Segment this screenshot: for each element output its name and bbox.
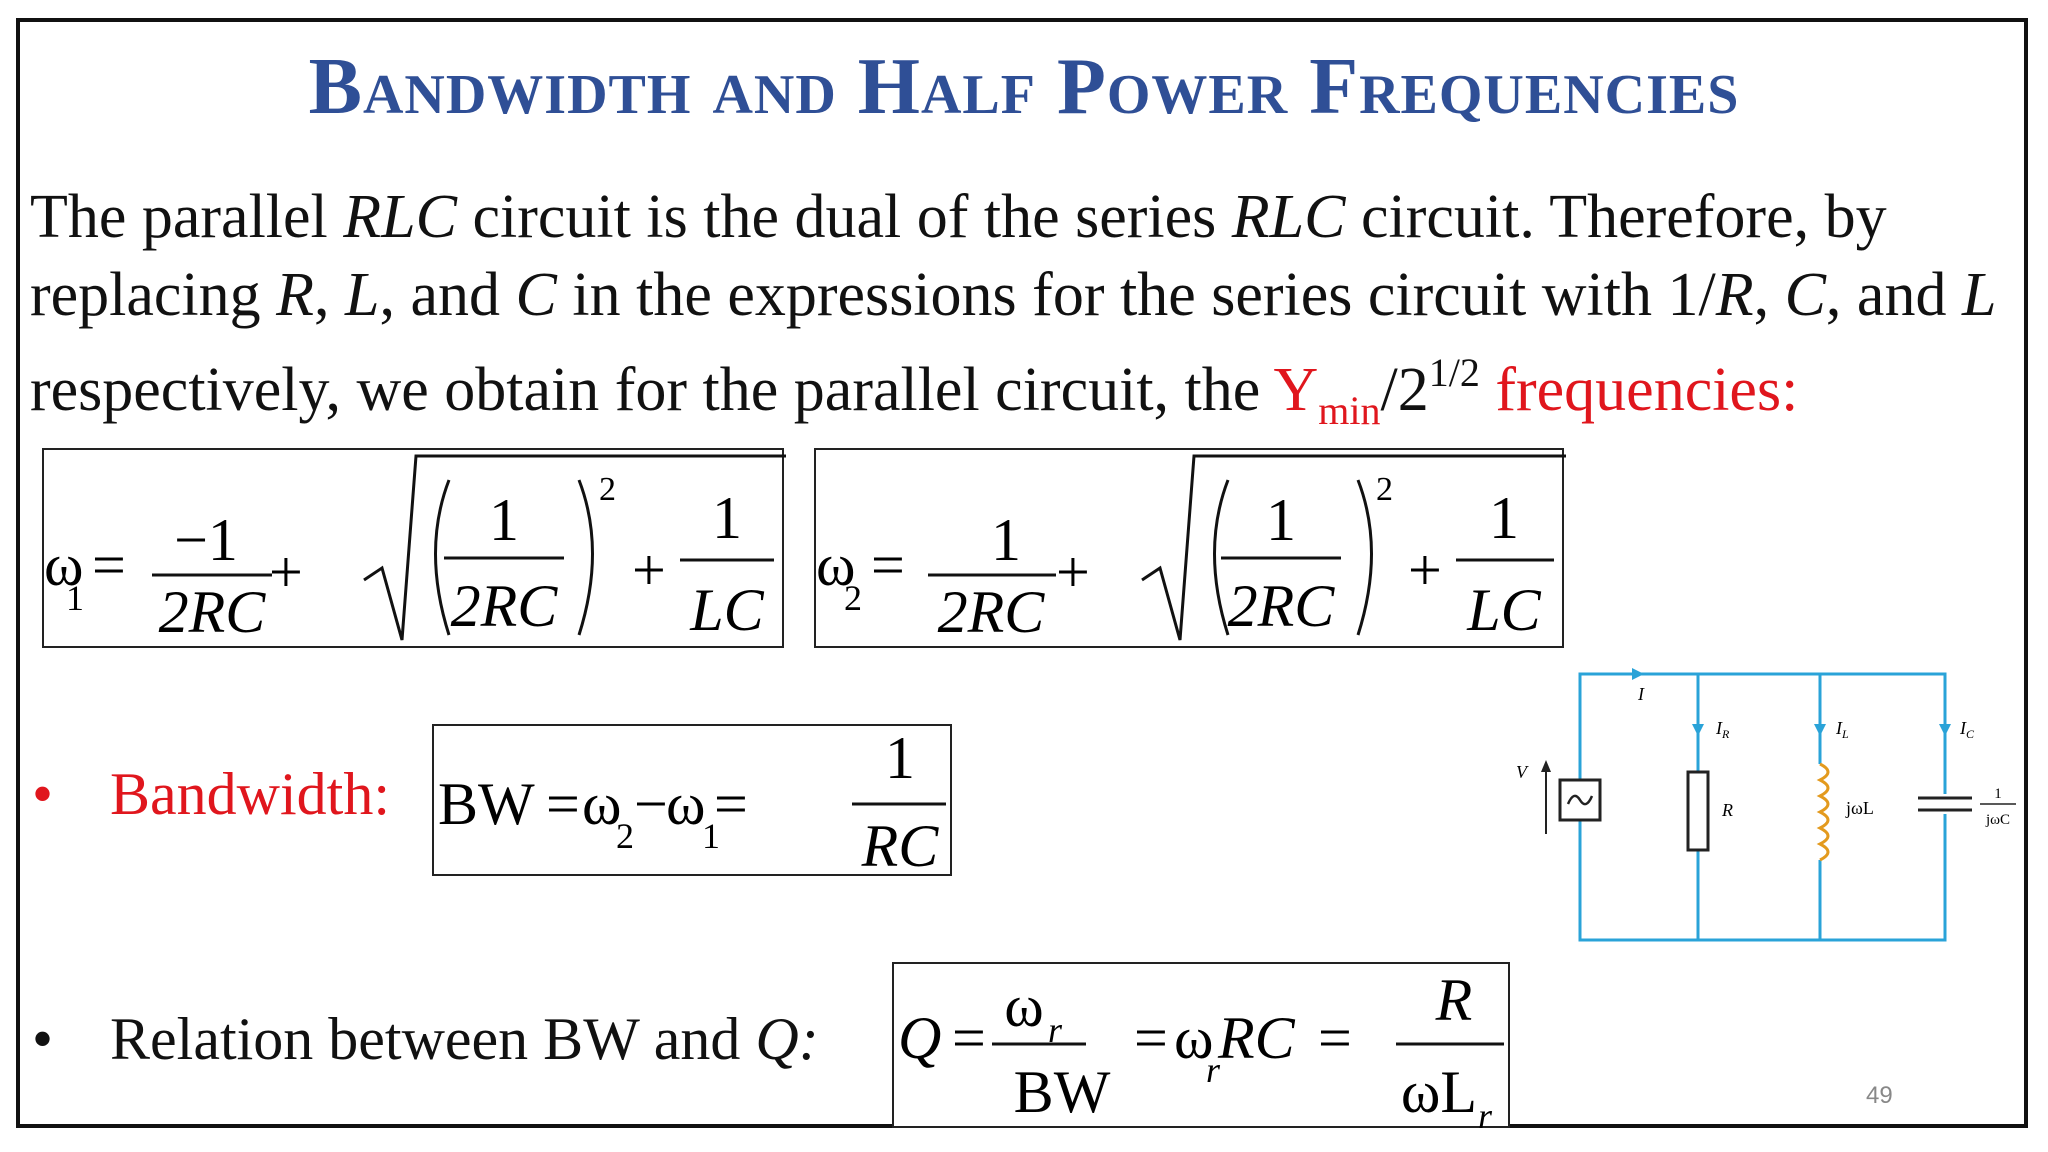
svg-text:I: I xyxy=(1637,684,1645,704)
svg-text:ω: ω xyxy=(1174,1005,1214,1071)
svg-text:=: = xyxy=(92,532,126,598)
relation-label: Relation between BW and Q: xyxy=(110,1006,819,1072)
ic-label: IC xyxy=(1959,718,1975,741)
svg-text:RC: RC xyxy=(861,813,940,878)
svg-text:2: 2 xyxy=(599,471,616,508)
svg-text:=: = xyxy=(952,1005,986,1071)
svg-text:=: = xyxy=(1318,1005,1352,1071)
omega2-equation: ω 2 = 1 2RC + 1 2RC 2 + 1 LC xyxy=(816,454,1566,645)
bandwidth-bullet: • xyxy=(32,761,54,827)
svg-text:=: = xyxy=(546,771,580,837)
svg-text:jωC: jωC xyxy=(1985,812,2010,828)
svg-text:1: 1 xyxy=(1266,487,1296,553)
svg-text:1: 1 xyxy=(991,507,1021,573)
omega2-equation-box: ω 2 = 1 2RC + 1 2RC 2 + 1 LC xyxy=(814,448,1566,648)
omega1-equation-box: ω 1 = −1 2RC + 1 2RC 2 + 1 LC xyxy=(42,448,786,648)
svg-text:R: R xyxy=(1721,800,1733,820)
relation-bullet: • xyxy=(32,1006,54,1072)
svg-text:ω: ω xyxy=(666,771,706,837)
bandwidth-equation-box: BW = ω 2 − ω 1 = 1 RC xyxy=(432,724,952,879)
svg-text:−: − xyxy=(634,771,668,837)
svg-text:2RC: 2RC xyxy=(938,579,1046,645)
intro-paragraph: The parallel RLC circuit is the dual of … xyxy=(30,183,1997,433)
bandwidth-equation: BW = ω 2 − ω 1 = 1 RC xyxy=(438,725,946,879)
svg-text:1: 1 xyxy=(1489,485,1519,551)
svg-text:1: 1 xyxy=(489,487,519,553)
svg-text:LC: LC xyxy=(1466,577,1541,643)
svg-text:2RC: 2RC xyxy=(451,573,559,639)
omega1-equation: ω 1 = −1 2RC + 1 2RC 2 + 1 LC xyxy=(44,454,786,645)
q-equation: Q = ω r BW = ω r RC = R ωL r xyxy=(898,967,1504,1136)
svg-text:1: 1 xyxy=(885,726,915,791)
bandwidth-label: Bandwidth: xyxy=(110,761,390,827)
svg-text:1: 1 xyxy=(712,485,742,551)
svg-text:+: + xyxy=(632,537,666,603)
svg-text:2RC: 2RC xyxy=(159,579,267,645)
svg-text:2: 2 xyxy=(1376,471,1393,508)
svg-text:BW: BW xyxy=(1014,1059,1111,1125)
svg-text:r: r xyxy=(1206,1050,1221,1090)
svg-text:=: = xyxy=(1134,1005,1168,1071)
parallel-rlc-circuit-diagram: V I IR R IL jωL IC 1 jωC xyxy=(1516,668,2016,942)
il-label: IL xyxy=(1835,718,1849,741)
svg-text:+: + xyxy=(1056,539,1090,605)
svg-text:ωL: ωL xyxy=(1401,1059,1477,1125)
page-number: 49 xyxy=(1866,1082,1893,1109)
omega-symbol: ω xyxy=(816,532,856,598)
svg-text:jωL: jωL xyxy=(1845,798,1874,818)
svg-text:+: + xyxy=(1408,537,1442,603)
svg-text:RC: RC xyxy=(1217,1005,1296,1071)
svg-text:1: 1 xyxy=(702,816,720,856)
svg-text:2: 2 xyxy=(844,578,862,618)
svg-text:=: = xyxy=(714,771,748,837)
slide-title: Bandwidth and Half Power Frequencies xyxy=(308,43,1740,131)
svg-text:Q: Q xyxy=(898,1005,941,1071)
svg-text:r: r xyxy=(1048,1010,1063,1050)
svg-text:r: r xyxy=(1478,1096,1493,1130)
svg-text:BW: BW xyxy=(438,771,535,837)
ir-label: IR xyxy=(1715,718,1730,741)
ymin-term: Ymin xyxy=(1273,356,1381,433)
svg-text:1: 1 xyxy=(1994,786,2002,802)
svg-text:R: R xyxy=(1435,967,1473,1033)
svg-text:2: 2 xyxy=(616,816,634,856)
svg-text:1: 1 xyxy=(66,578,84,618)
svg-text:V: V xyxy=(1516,762,1529,782)
svg-text:ω: ω xyxy=(582,771,622,837)
svg-text:LC: LC xyxy=(689,577,764,643)
svg-text:ω: ω xyxy=(1004,973,1044,1039)
q-equation-box: Q = ω r BW = ω r RC = R ωL r xyxy=(892,962,1510,1136)
omega-symbol: ω xyxy=(44,532,84,598)
svg-text:2RC: 2RC xyxy=(1228,573,1336,639)
svg-text:+: + xyxy=(269,539,303,605)
svg-text:−1: −1 xyxy=(174,507,238,573)
svg-text:=: = xyxy=(871,532,905,598)
